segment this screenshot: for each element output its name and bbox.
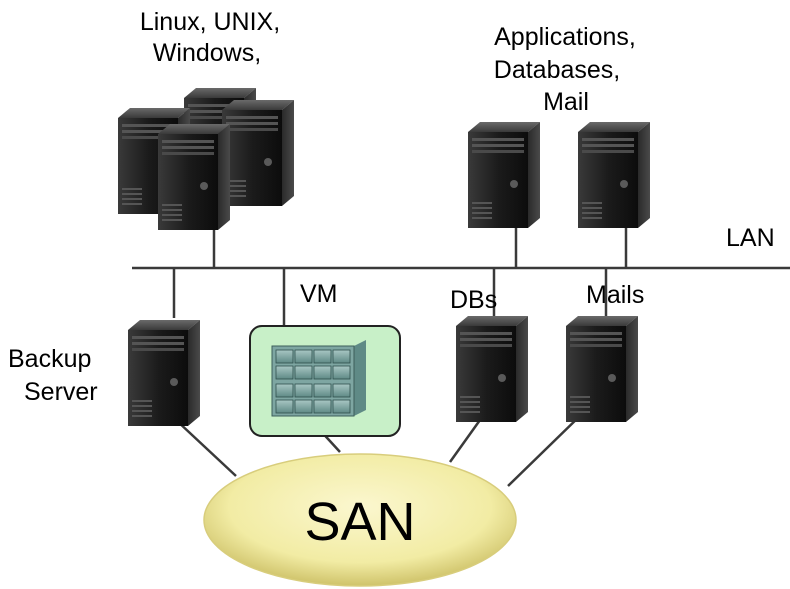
tower-server-icon [578, 122, 650, 228]
san-label: SAN [304, 492, 415, 552]
storage-array-icon [271, 340, 366, 417]
backup-server-icon [128, 320, 200, 426]
link-backup-san [175, 419, 237, 477]
link-mails-san [507, 411, 585, 487]
san-ellipse [203, 453, 517, 587]
apps-label-line3: Mail [543, 88, 589, 116]
apps-label-line2: Databases, [494, 56, 620, 84]
os-label-line2: Windows, [153, 39, 261, 67]
dbs-server-icon [456, 316, 528, 422]
application-servers [468, 122, 650, 228]
os-server-cluster [118, 88, 294, 230]
tower-server-icon [222, 100, 294, 206]
tower-server-icon [158, 124, 230, 230]
san-cloud-icon [203, 453, 517, 587]
vm-label: VM [300, 280, 338, 308]
mails-server-icon [566, 316, 638, 422]
vm-storage [249, 325, 401, 437]
apps-label-line1: Applications, [494, 23, 636, 51]
tower-server-icon [468, 122, 540, 228]
backup-label-line2: Server [24, 378, 98, 406]
network-links [132, 210, 790, 487]
link-dbs-san [448, 419, 482, 463]
mails-label: Mails [586, 281, 644, 309]
lan-label: LAN [726, 224, 775, 252]
dbs-label: DBs [450, 286, 497, 314]
backup-label-line1: Backup [8, 345, 91, 373]
os-label-line1: Linux, UNIX, [140, 8, 280, 36]
